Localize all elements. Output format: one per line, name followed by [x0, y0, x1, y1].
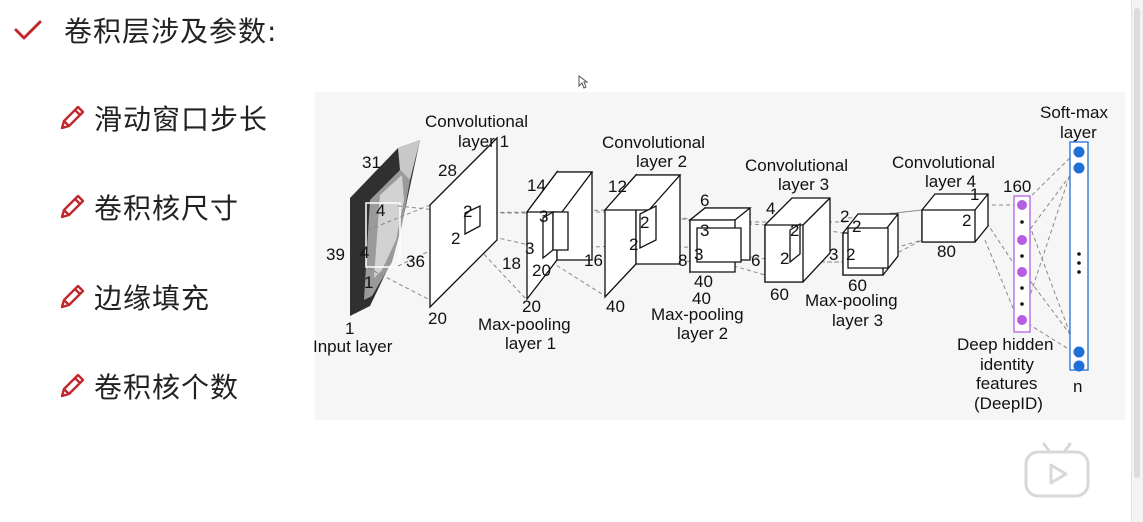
pool1-height-label: 18 [502, 254, 521, 273]
mouse-cursor-icon [578, 75, 588, 89]
softmax-size-label: n [1073, 377, 1082, 396]
bullet-item: 卷积核个数 [58, 366, 239, 406]
pool1-title: layer 1 [505, 334, 556, 353]
conv3-title: layer 3 [778, 175, 829, 194]
conv2-height-label: 16 [584, 251, 603, 270]
pool3-kernel-h-label: 2 [852, 217, 861, 236]
pool3-depth-label: 60 [848, 276, 867, 295]
input-width-label: 31 [362, 153, 381, 172]
input-layer-title: Input layer [313, 337, 393, 356]
pool3-kernel-w-label: 2 [846, 245, 855, 264]
conv2-depth-label: 40 [606, 297, 625, 316]
input-depth-label: 1 [345, 319, 354, 338]
pool2-height-label: 8 [678, 251, 687, 270]
pool2-depth-label: 40 [694, 272, 713, 291]
bullet-item: 卷积核尺寸 [58, 187, 239, 227]
pool1-width-label: 14 [527, 176, 546, 195]
pool2-depth-label: 40 [692, 289, 711, 308]
conv1-height-label: 36 [406, 252, 425, 271]
conv-layer-1-block [429, 136, 498, 309]
bullet-text: 滑动窗口步长 [94, 103, 269, 136]
pool-layer-1-block [525, 170, 594, 301]
pool3-width-label: 2 [840, 207, 849, 226]
conv1-title: Convolutional [425, 112, 528, 131]
section-heading: 卷积层涉及参数: [14, 10, 277, 50]
conv2-kernel-h-label: 2 [640, 213, 649, 232]
pool2-title: layer 2 [677, 324, 728, 343]
deepid-title: features [976, 374, 1037, 393]
vertical-scrollbar[interactable] [1131, 0, 1143, 522]
pool1-kernel-h-label: 3 [539, 207, 548, 226]
pool1-title: Max-pooling [478, 315, 571, 334]
conv2-kernel-w-label: 2 [629, 235, 638, 254]
deepid-title: Deep hidden [957, 335, 1053, 354]
conv1-depth-label: 20 [428, 309, 447, 328]
conv4-width-label: 1 [970, 185, 979, 204]
pool2-width-label: 6 [700, 191, 709, 210]
bullet-item: 边缘填充 [58, 277, 210, 317]
pool1-depth-label: 20 [522, 297, 541, 316]
deepid-title: identity [980, 355, 1034, 374]
heading-text: 卷积层涉及参数: [64, 15, 278, 48]
input-height-label: 39 [326, 245, 345, 264]
input-face-image [350, 140, 420, 316]
conv3-kernel-h-label: 2 [790, 221, 799, 240]
deepid-size-label: 160 [1003, 177, 1031, 196]
conv1-kernel-h-label: 2 [463, 202, 472, 221]
bullet-text: 卷积核尺寸 [94, 192, 240, 225]
pool1-kernel-w-label: 3 [525, 239, 534, 258]
conv-layer-2-block [603, 173, 682, 299]
input-kernel-h-label: 4 [376, 201, 385, 220]
pool1-kernel-d-label: 20 [532, 261, 551, 280]
video-play-icon[interactable] [1022, 440, 1092, 500]
conv1-width-label: 28 [438, 161, 457, 180]
pool2-title: Max-pooling [651, 305, 744, 324]
conv4-title: layer 4 [925, 172, 976, 191]
input-kernel-d-label: 1 [364, 273, 373, 292]
pencil-icon [60, 373, 85, 398]
pencil-icon [60, 194, 85, 219]
pool-layer-2-block [688, 206, 752, 274]
bullet-text: 卷积核个数 [94, 371, 240, 404]
deepid-layer [1013, 195, 1031, 333]
conv1-title: layer 1 [458, 132, 509, 151]
conv3-title: Convolutional [745, 156, 848, 175]
deepid-title: (DeepID) [974, 394, 1043, 413]
pool-layer-3-block [842, 213, 899, 276]
conv3-height-label: 6 [751, 251, 760, 270]
conv-layer-3-block [764, 197, 831, 283]
pool2-kernel-w-label: 3 [694, 245, 703, 264]
conv2-width-label: 12 [608, 177, 627, 196]
conv2-title: Convolutional [602, 133, 705, 152]
pool2-kernel-h-label: 3 [700, 221, 709, 240]
softmax-layer [1069, 141, 1089, 372]
scrollbar-thumb[interactable] [1134, 8, 1140, 478]
input-kernel-w-label: 4 [360, 243, 369, 262]
conv3-kernel-w-label: 2 [780, 249, 789, 268]
conv4-depth-label: 80 [937, 242, 956, 261]
conv2-title: layer 2 [636, 152, 687, 171]
conv3-depth-label: 60 [770, 285, 789, 304]
conv-layer-4-block [921, 193, 989, 243]
pencil-icon [60, 284, 85, 309]
pencil-icon [60, 105, 85, 130]
pool3-title: layer 3 [832, 311, 883, 330]
softmax-title: layer [1060, 123, 1097, 142]
conv3-width-label: 4 [766, 199, 775, 218]
conv1-kernel-w-label: 2 [451, 229, 460, 248]
softmax-title: Soft-max [1040, 103, 1109, 122]
checkmark-icon [14, 20, 42, 40]
pool3-title: Max-pooling [805, 291, 898, 310]
bullet-item: 滑动窗口步长 [58, 98, 268, 138]
bullet-text: 边缘填充 [94, 282, 211, 315]
conv4-title: Convolutional [892, 153, 995, 172]
pool3-height-label: 3 [829, 245, 838, 264]
conv4-height-label: 2 [962, 211, 971, 230]
